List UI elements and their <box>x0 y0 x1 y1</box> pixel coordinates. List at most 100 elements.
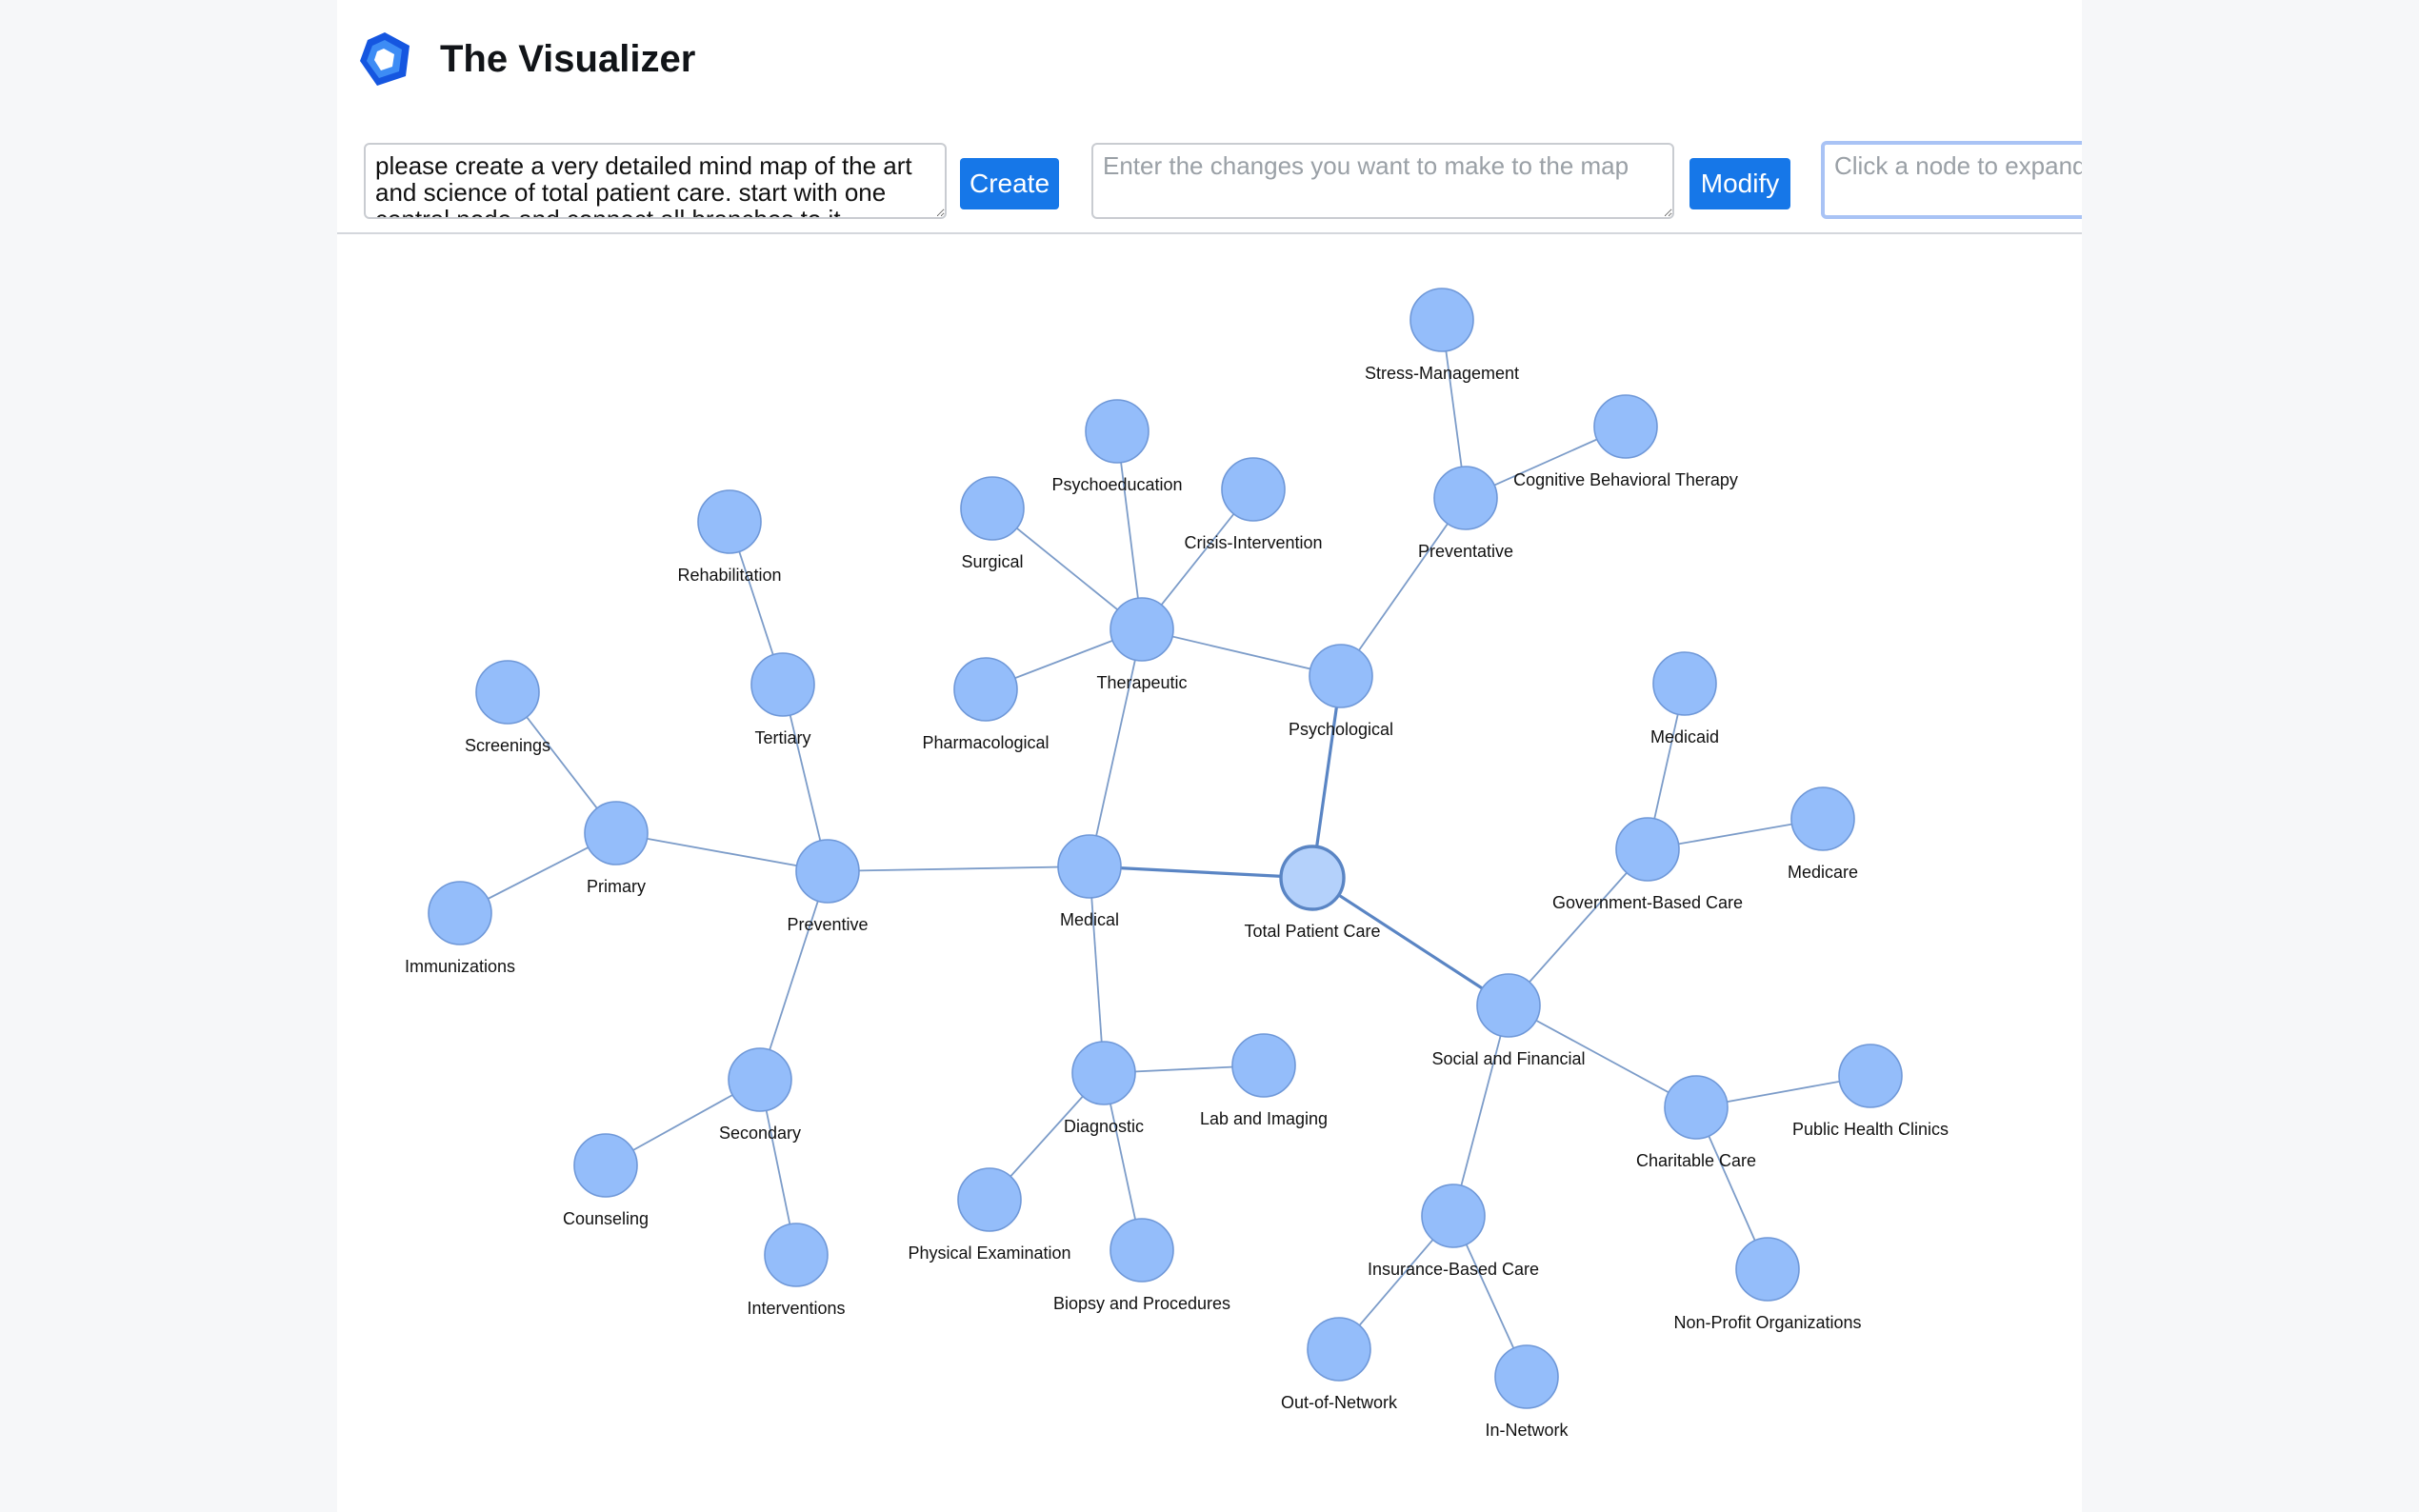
visualizer-app: The Visualizer please create a very deta… <box>337 0 2082 1512</box>
modify-button[interactable]: Modify <box>1689 158 1790 209</box>
node-circle-psychoed[interactable] <box>1085 399 1150 464</box>
node-circle-tertiary[interactable] <box>750 652 815 717</box>
node-screenings[interactable]: Screenings <box>465 660 550 755</box>
node-label-immunizations: Immunizations <box>405 957 515 976</box>
node-circle-screenings[interactable] <box>475 660 540 725</box>
node-lab[interactable]: Lab and Imaging <box>1200 1033 1328 1128</box>
node-diagnostic[interactable]: Diagnostic <box>1064 1041 1144 1136</box>
node-label-preventive: Preventive <box>787 915 868 934</box>
node-rehab[interactable]: Rehabilitation <box>677 489 782 585</box>
node-circle-nonprofit[interactable] <box>1735 1237 1800 1302</box>
node-biopsy[interactable]: Biopsy and Procedures <box>1053 1218 1230 1313</box>
node-circle-stress[interactable] <box>1409 288 1474 352</box>
node-circle-preventative[interactable] <box>1433 466 1498 530</box>
create-button[interactable]: Create <box>960 158 1059 209</box>
node-social[interactable]: Social and Financial <box>1431 973 1586 1068</box>
node-circle-social[interactable] <box>1476 973 1541 1038</box>
node-cbt[interactable]: Cognitive Behavioral Therapy <box>1513 394 1738 489</box>
node-label-publichealth: Public Health Clinics <box>1792 1120 1949 1139</box>
node-label-psych: Psychological <box>1289 720 1393 739</box>
node-circle-oon[interactable] <box>1307 1317 1371 1382</box>
node-medicaid[interactable]: Medicaid <box>1650 651 1719 746</box>
mind-map-canvas[interactable]: Total Patient Care Medical PsychologicalSo… <box>337 0 2082 1512</box>
node-gov[interactable]: Government-Based Care <box>1552 817 1743 912</box>
node-label-psychoed: Psychoeducation <box>1051 475 1182 494</box>
node-label-tertiary: Tertiary <box>754 728 810 747</box>
node-circle-medical[interactable] <box>1057 834 1122 899</box>
node-psychoed[interactable]: Psychoeducation <box>1051 399 1183 494</box>
node-label-rehab: Rehabilitation <box>677 566 781 585</box>
node-circle-lab[interactable] <box>1231 1033 1296 1098</box>
node-medicare[interactable]: Medicare <box>1788 786 1858 882</box>
node-circle-pharma[interactable] <box>953 657 1018 722</box>
node-circle-innet[interactable] <box>1494 1344 1559 1409</box>
node-circle-cbt[interactable] <box>1593 394 1658 459</box>
node-circle-insurance[interactable] <box>1421 1184 1486 1248</box>
node-crisis[interactable]: Crisis-Intervention <box>1184 457 1323 552</box>
node-circle-preventive[interactable] <box>795 839 860 904</box>
node-label-social: Social and Financial <box>1431 1049 1585 1068</box>
modify-input[interactable] <box>1091 143 1674 219</box>
node-circle-secondary[interactable] <box>728 1047 792 1112</box>
edge-total-psych <box>1310 675 1343 879</box>
node-circle-gov[interactable] <box>1615 817 1680 882</box>
node-circle-medicaid[interactable] <box>1652 651 1717 716</box>
node-circle-crisis[interactable] <box>1221 457 1286 522</box>
node-circle-publichealth[interactable] <box>1838 1044 1903 1108</box>
node-preventative[interactable]: Preventative <box>1418 466 1513 561</box>
node-stress[interactable]: Stress-Management <box>1365 288 1519 383</box>
node-circle-biopsy[interactable] <box>1110 1218 1174 1283</box>
node-primary[interactable]: Primary <box>584 801 649 896</box>
node-circle-therapeutic[interactable] <box>1110 597 1174 662</box>
edge-preventive-secondary <box>759 870 829 1081</box>
node-circle-diagnostic[interactable] <box>1071 1041 1136 1105</box>
mind-map-nodes: Total Patient Care Medical PsychologicalSo… <box>405 288 1949 1440</box>
node-charitable[interactable]: Charitable Care <box>1636 1075 1756 1170</box>
node-label-total: Total Patient Care <box>1244 922 1380 941</box>
prompt-input[interactable]: please create a very detailed mind map o… <box>364 143 947 219</box>
node-physexam[interactable]: Physical Examination <box>908 1167 1071 1263</box>
node-label-cbt: Cognitive Behavioral Therapy <box>1513 470 1738 489</box>
node-label-physexam: Physical Examination <box>908 1243 1070 1263</box>
node-counseling[interactable]: Counseling <box>563 1133 649 1228</box>
node-label-lab: Lab and Imaging <box>1200 1109 1328 1128</box>
edge-medical-diagnostic <box>1089 865 1105 1074</box>
node-circle-psych[interactable] <box>1309 644 1373 708</box>
node-circle-charitable[interactable] <box>1664 1075 1729 1140</box>
node-label-secondary: Secondary <box>719 1124 801 1143</box>
node-psych[interactable]: Psychological <box>1289 644 1393 739</box>
node-label-medicaid: Medicaid <box>1650 727 1719 746</box>
node-publichealth[interactable]: Public Health Clinics <box>1792 1044 1949 1139</box>
node-secondary[interactable]: Secondary <box>719 1047 801 1143</box>
node-circle-physexam[interactable] <box>957 1167 1022 1232</box>
node-circle-interventions[interactable] <box>764 1223 829 1287</box>
node-label-primary: Primary <box>587 877 646 896</box>
node-circle-surgical[interactable] <box>960 476 1025 541</box>
node-circle-rehab[interactable] <box>697 489 762 554</box>
node-therapeutic[interactable]: Therapeutic <box>1096 597 1188 692</box>
node-pharma[interactable]: Pharmacological <box>922 657 1050 752</box>
node-nonprofit[interactable]: Non-Profit Organizations <box>1673 1237 1862 1332</box>
node-surgical[interactable]: Surgical <box>960 476 1025 571</box>
node-immunizations[interactable]: Immunizations <box>405 881 515 976</box>
node-medical[interactable]: Medical <box>1057 834 1122 929</box>
node-label-medical: Medical <box>1060 910 1119 929</box>
node-innet[interactable]: In-Network <box>1485 1344 1569 1440</box>
node-label-pharma: Pharmacological <box>922 733 1049 752</box>
node-interventions[interactable]: Interventions <box>747 1223 846 1318</box>
node-circle-primary[interactable] <box>584 801 649 865</box>
node-oon[interactable]: Out-of-Network <box>1281 1317 1398 1412</box>
node-label-diagnostic: Diagnostic <box>1064 1117 1144 1136</box>
edge-therapeutic-psych <box>1141 628 1342 677</box>
node-circle-immunizations[interactable] <box>428 881 492 945</box>
node-label-innet: In-Network <box>1485 1421 1569 1440</box>
expand-node-input[interactable] <box>1821 141 2082 219</box>
node-label-biopsy: Biopsy and Procedures <box>1053 1294 1230 1313</box>
node-preventive[interactable]: Preventive <box>787 839 869 934</box>
node-insurance[interactable]: Insurance-Based Care <box>1368 1184 1539 1279</box>
node-circle-counseling[interactable] <box>573 1133 638 1198</box>
node-total[interactable]: Total Patient Care <box>1244 845 1381 941</box>
node-circle-medicare[interactable] <box>1790 786 1855 851</box>
node-circle-total[interactable] <box>1279 845 1346 911</box>
node-tertiary[interactable]: Tertiary <box>750 652 815 747</box>
